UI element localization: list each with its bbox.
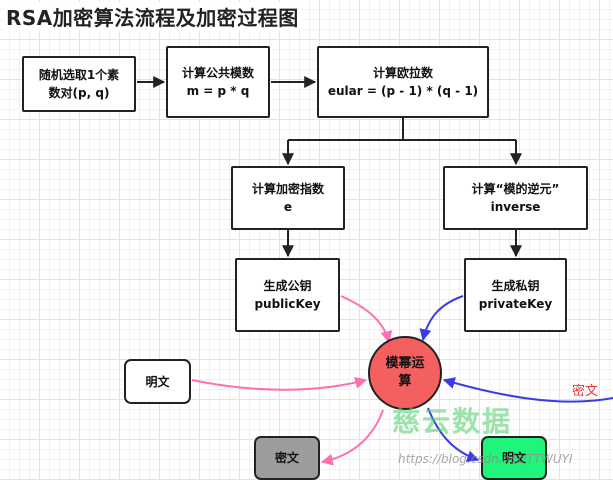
arrow-modexp-to-ciphertext xyxy=(320,409,384,466)
node-mod-exp: 模幂运算 xyxy=(368,336,442,410)
node-plaintext-out: 明文 xyxy=(481,436,547,480)
arrow-public-key-to-modexp xyxy=(340,295,393,344)
node-choose-primes: 随机选取1个素 数对(p, q) xyxy=(22,56,136,112)
node-private-key-line2: privateKey xyxy=(478,297,553,311)
node-ciphertext-out-label: 密文 xyxy=(274,451,299,465)
node-euler: 计算欧拉数 eular = (p - 1) * (q - 1) xyxy=(317,46,489,118)
node-public-key-line2: publicKey xyxy=(254,297,321,311)
arrow-modexp-to-plaintext xyxy=(427,407,480,462)
node-modulus-line1: 计算公共模数 xyxy=(181,66,254,80)
node-inverse-line1: 计算“模的逆元” xyxy=(471,182,560,196)
node-inverse-line2: inverse xyxy=(490,200,541,214)
watermark-brand: 慈云数据 xyxy=(392,405,513,438)
node-modulus: 计算公共模数 m = p * q xyxy=(166,46,270,118)
node-private-key-line1: 生成私钥 xyxy=(491,279,540,293)
watermark-url: https://blog.csdn.net/TTWUYI xyxy=(398,452,573,466)
node-ciphertext-out: 密文 xyxy=(254,436,320,480)
arrow-private-key-to-modexp xyxy=(419,295,464,342)
arrow-euler-branch xyxy=(288,117,516,141)
node-enc-exponent: 计算加密指数 e xyxy=(231,166,345,230)
node-private-key: 生成私钥 privateKey xyxy=(464,258,567,332)
node-inverse: 计算“模的逆元” inverse xyxy=(443,166,588,230)
node-mod-exp-label: 模幂运算 xyxy=(385,356,425,389)
node-euler-line1: 计算欧拉数 xyxy=(372,66,433,80)
node-plaintext-out-label: 明文 xyxy=(501,451,526,465)
node-euler-line2: eular = (p - 1) * (q - 1) xyxy=(327,84,479,98)
node-enc-exponent-line1: 计算加密指数 xyxy=(251,182,324,196)
node-choose-primes-line2: 数对(p, q) xyxy=(48,86,110,100)
node-public-key-line1: 生成公钥 xyxy=(263,279,312,293)
node-plaintext-in: 明文 xyxy=(124,359,191,404)
node-modulus-line2: m = p * q xyxy=(186,84,250,98)
node-choose-primes-line1: 随机选取1个素 xyxy=(38,68,120,82)
arrow-ciphertext-in-to-modexp xyxy=(442,377,613,403)
node-plaintext-in-label: 明文 xyxy=(145,374,170,389)
ciphertext-input-label: 密文 xyxy=(572,384,599,399)
arrow-plaintext-to-modexp xyxy=(191,376,368,391)
node-enc-exponent-line2: e xyxy=(283,200,293,214)
diagram-title: RSA加密算法流程及加密过程图 xyxy=(4,2,301,31)
node-public-key: 生成公钥 publicKey xyxy=(235,258,340,332)
